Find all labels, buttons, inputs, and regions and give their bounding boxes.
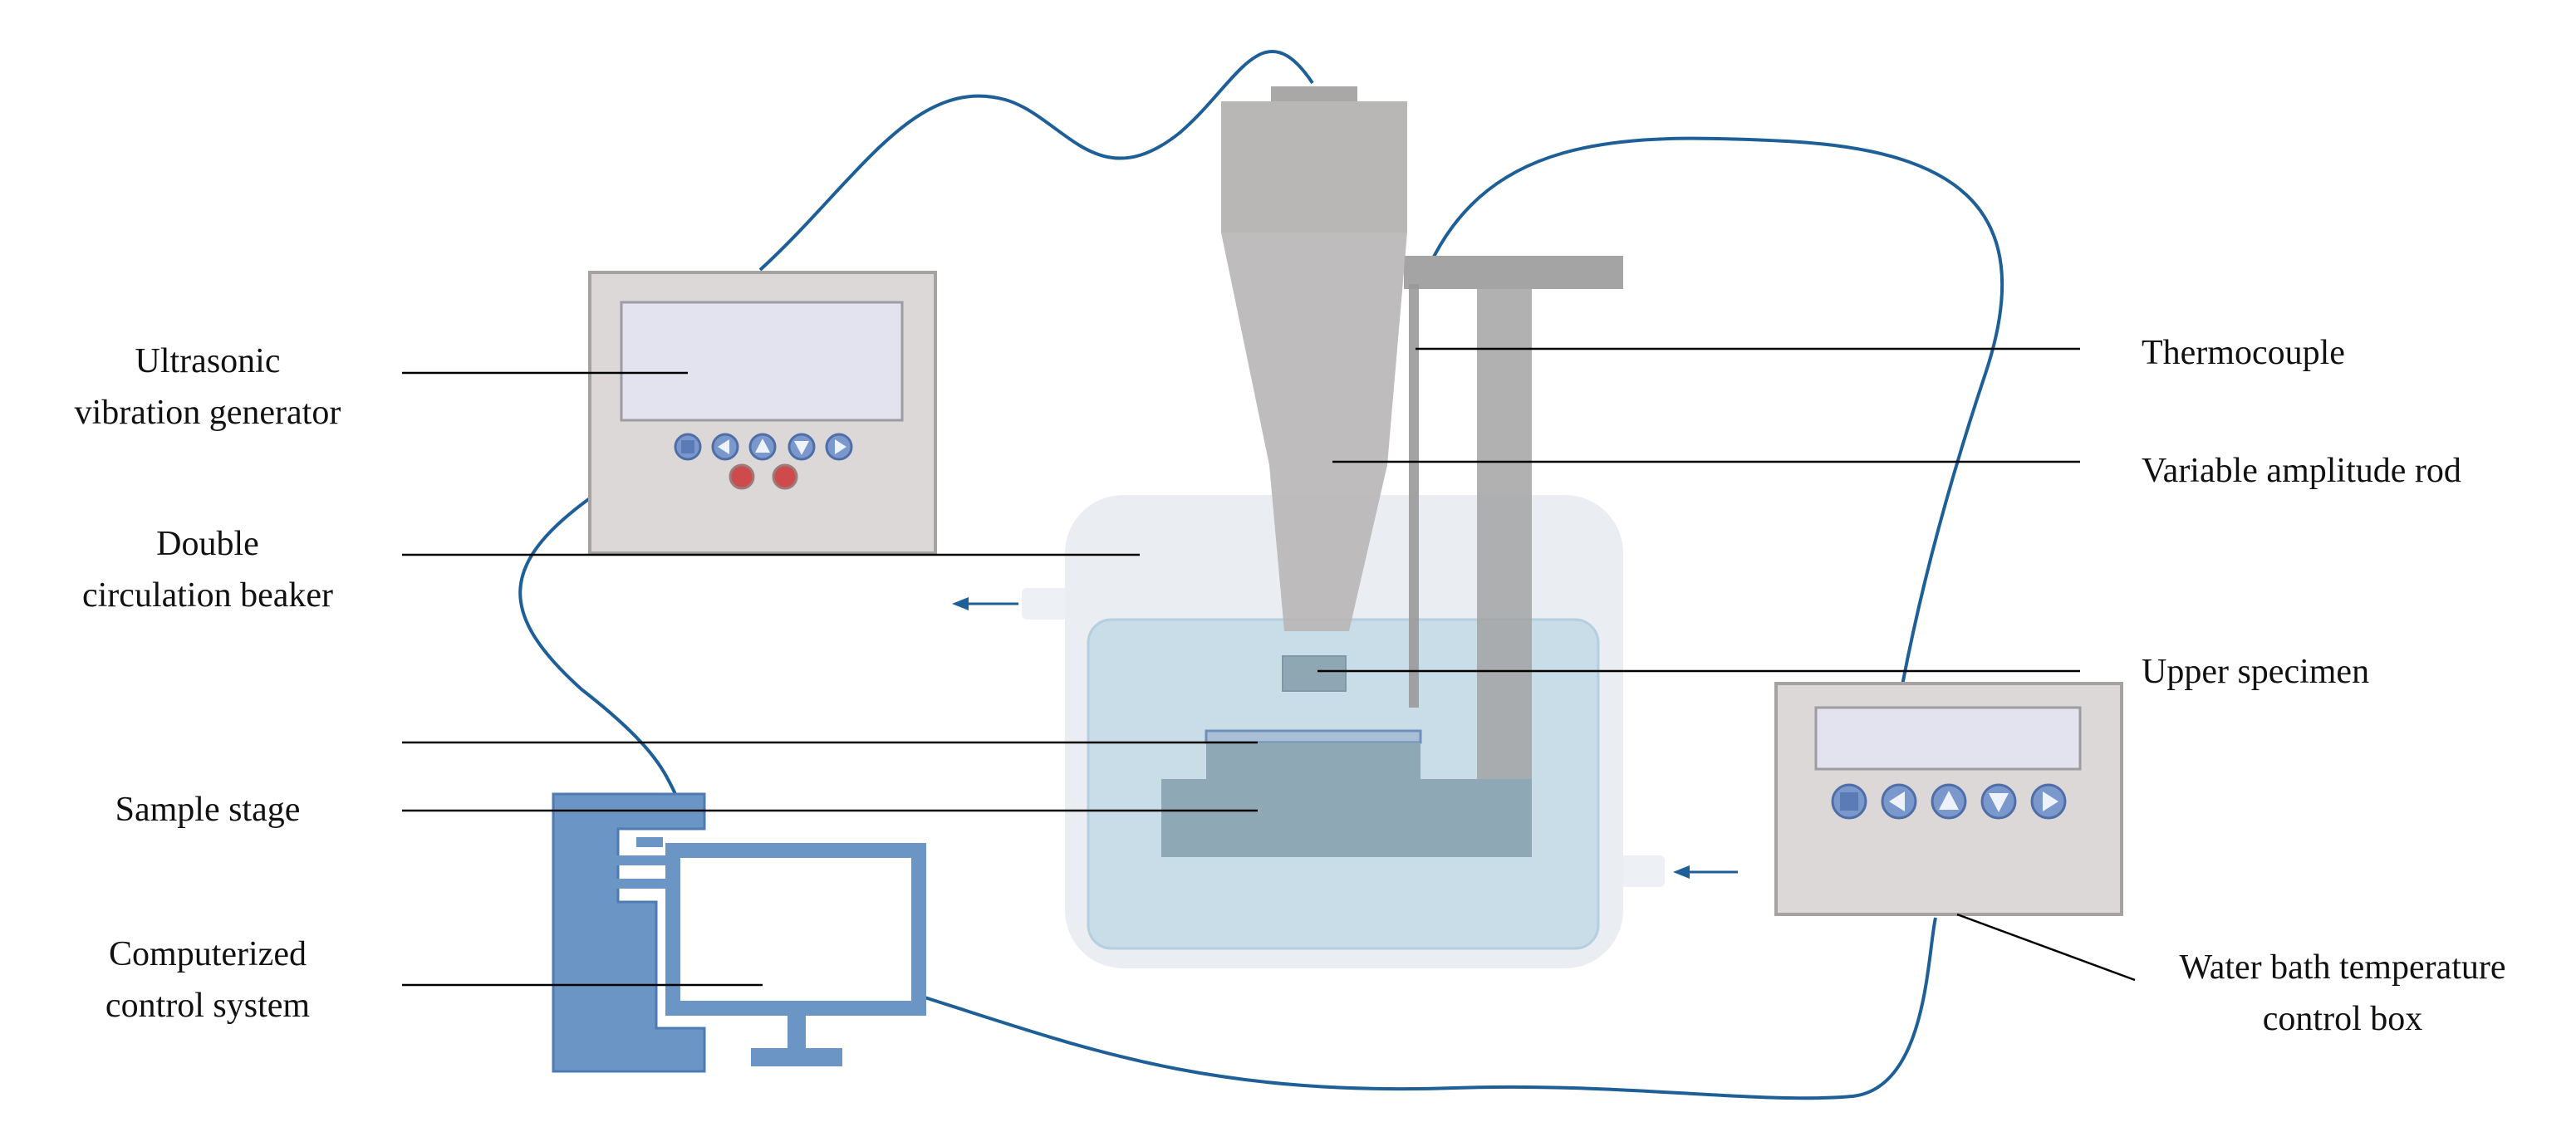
cable-thermocouple-to-waterbath [1419,136,2004,686]
cable-computer-to-waterbath [921,917,1937,1100]
support-stand [1404,256,1623,857]
cable-generator-to-computer [518,497,679,798]
label-water-bath-line1: Water bath temperature [2179,948,2506,987]
label-computerized-control-system: Computerized control system [58,929,357,1031]
leader-lines [402,347,2136,987]
label-beaker-line2: circulation beaker [82,576,333,615]
label-upper-specimen: Upper specimen [2142,646,2369,698]
computerized-control-system [552,792,926,1073]
label-upper-specimen-text: Upper specimen [2142,653,2370,691]
label-computer-line2: control system [105,987,311,1025]
generator-buttons[interactable] [674,433,853,490]
label-sample-stage-text: Sample stage [115,791,301,829]
leader-water-bath [1956,913,2136,982]
beaker-outlet-nozzle [1615,855,1665,887]
label-amplitude-rod-text: Variable amplitude rod [2142,452,2461,490]
generator-screen [620,301,904,422]
red-button-2-icon [772,463,798,490]
ultrasonic-generator [588,271,937,555]
label-sample-stage: Sample stage [58,784,357,835]
label-ultrasonic-generator: Ultrasonic vibration generator [58,336,357,439]
lower-specimen [1205,729,1422,744]
label-double-circulation-beaker: Double circulation beaker [58,518,357,621]
thermocouple [1409,284,1419,708]
computer-monitor [665,843,926,1016]
label-water-bath-control-box: Water bath temperature control box [2127,942,2559,1045]
label-thermocouple-text: Thermocouple [2142,334,2345,372]
label-computer-line1: Computerized [109,935,307,973]
red-button-1-icon [729,463,755,490]
water-bath-buttons[interactable] [1831,783,2067,820]
water-bath-control-box [1774,682,2123,916]
upper-specimen [1282,655,1347,692]
water-bath-screen [1814,706,2082,771]
label-beaker-line1: Double [156,525,259,563]
beaker-inlet-nozzle [1022,588,1072,620]
label-ultrasonic-line1: Ultrasonic [135,342,281,380]
label-water-bath-line2: control box [2262,1000,2423,1038]
outflow-arrow-icon [952,597,1018,610]
cable-generator-to-horn [758,50,1314,272]
label-thermocouple: Thermocouple [2142,327,2345,379]
variable-amplitude-rod [1221,86,1407,631]
inflow-arrow-icon [1673,865,1738,879]
label-ultrasonic-line2: vibration generator [74,394,341,432]
label-variable-amplitude-rod: Variable amplitude rod [2142,445,2461,497]
sample-stage [1161,729,1532,857]
